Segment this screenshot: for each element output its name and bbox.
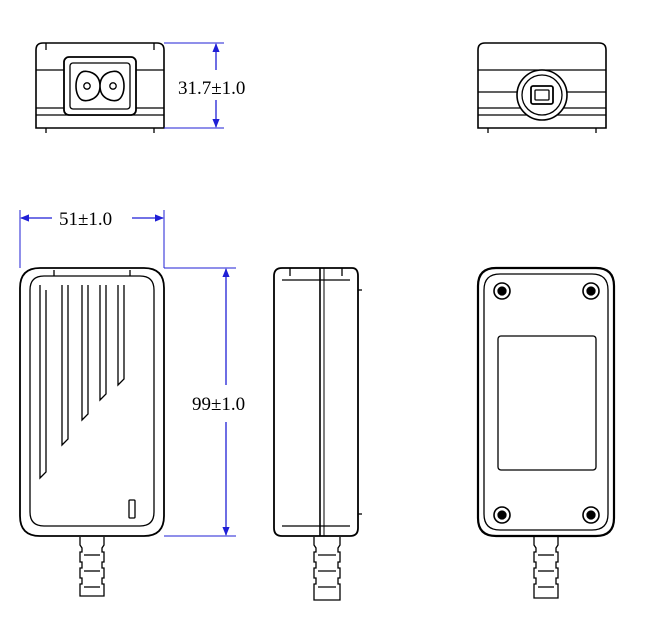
side-view [273,267,362,601]
front-view-inlet-end [35,42,165,133]
bottom-view [476,266,616,599]
corner-screw-top-right [582,282,600,300]
width-dimension: 51±1.0 [19,209,165,268]
rear-view-cable-end [477,42,607,133]
height-dimension: 31.7±1.0 [164,42,245,129]
height-dimension-label: 31.7±1.0 [178,78,245,99]
cable-strain-relief [79,537,105,597]
ac-inlet-socket [63,56,137,116]
bottom-cable-strain-relief [533,537,559,599]
length-dimension: 99±1.0 [164,267,245,537]
cable-strain-relief-end [516,69,568,121]
top-view [19,267,165,597]
corner-screw-bottom-right [582,506,600,524]
side-cable-strain-relief [313,537,341,601]
led-indicator [128,499,136,519]
label-area [497,335,597,471]
corner-screw-bottom-left [493,506,511,524]
corner-screw-top-left [493,282,511,300]
vent-ribs [39,285,125,480]
length-dimension-label: 99±1.0 [192,394,245,415]
width-dimension-label: 51±1.0 [59,209,112,230]
